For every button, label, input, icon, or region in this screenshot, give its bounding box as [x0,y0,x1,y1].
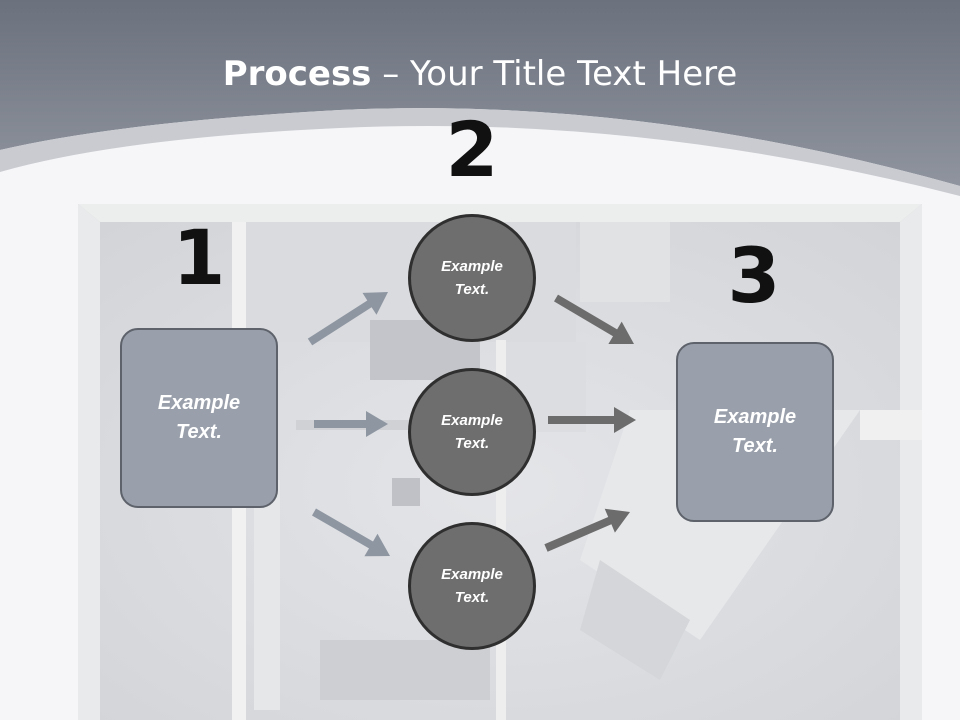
circle-middle-text: Example Text. [441,412,503,452]
arrow-circle-bottom-to-box3 [544,508,630,552]
step-2-circle-bottom[interactable]: Example Text. [408,522,536,650]
step-3-number: 3 [727,231,781,320]
arrow-box1-to-circle-middle [314,411,388,437]
title-rest: – Your Title Text Here [371,54,738,94]
header-swoosh [0,108,960,196]
step-2-circle-top[interactable]: Example Text. [408,214,536,342]
step-1-box[interactable]: Example Text. [120,328,278,508]
step-1-number: 1 [172,213,226,302]
arrow-circle-middle-to-box3 [548,407,636,433]
step-3-box[interactable]: Example Text. [676,342,834,522]
slide-title: Process – Your Title Text Here [0,52,960,96]
step-2-circle-middle[interactable]: Example Text. [408,368,536,496]
circle-top-text: Example Text. [441,258,503,298]
arrow-circle-top-to-box3 [554,294,634,344]
arrow-box1-to-circle-top [307,292,388,346]
title-bold: Process [222,54,372,94]
circle-bottom-text: Example Text. [441,566,503,606]
step-2-number: 2 [445,105,499,194]
header-band [0,0,960,186]
step-3-box-text: Example Text. [713,406,797,457]
step-1-box-text: Example Text. [157,392,241,443]
arrow-box1-to-circle-bottom [312,508,390,557]
